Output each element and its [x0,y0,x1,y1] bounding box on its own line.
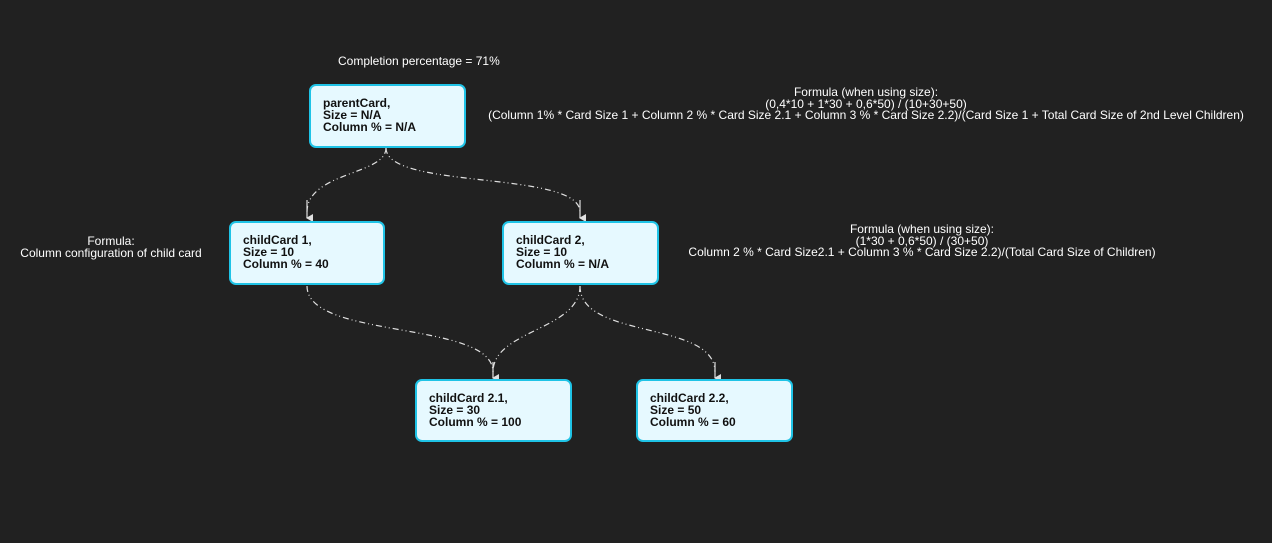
card-child22-title: childCard 2.2, [650,391,729,405]
note-child1-formula-description: Column configuration of child card [20,246,202,260]
note-parent-formula: Formula (when using size): (0,4*10 + 1*3… [488,85,1244,122]
card-child2-column: Column % = N/A [516,257,610,271]
connector-parent-to-child1 [306,147,387,213]
connector-child2-to-child22 [579,285,716,373]
card-child22[interactable]: childCard 2.2, Size = 50 Column % = 60 [636,379,793,442]
note-parent-formula-values: (0,4*10 + 1*30 + 0,6*50) / (10+30+50) [765,96,967,111]
card-child21-column: Column % = 100 [429,415,522,429]
connector-child1-to-child21 [306,285,494,373]
card-parent-title: parentCard, [323,96,391,110]
connector-parent-to-child2 [385,147,581,213]
card-child22-column: Column % = 60 [650,415,736,429]
card-child21-title: childCard 2.1, [429,391,508,405]
card-child1[interactable]: childCard 1, Size = 10 Column % = 40 [229,221,385,285]
card-child21[interactable]: childCard 2.1, Size = 30 Column % = 100 [415,379,572,442]
card-child1-title: childCard 1, [243,233,312,247]
note-child2-formula: Formula (when using size): (1*30 + 0,6*5… [688,222,1156,259]
card-child2-title: childCard 2, [516,233,585,247]
completion-percentage: Completion percentage = 71% [338,54,500,68]
note-child1-formula-heading: Formula: [87,234,135,248]
card-parent-size: Size = N/A [323,108,382,122]
card-child21-size: Size = 30 [429,403,481,417]
note-child1-formula: Formula: Column configuration of child c… [20,235,201,259]
card-child2[interactable]: childCard 2, Size = 10 Column % = N/A [502,221,659,285]
card-child1-size: Size = 10 [243,245,295,259]
card-parent[interactable]: parentCard, Size = N/A Column % = N/A [309,84,466,148]
note-child2-formula-description: Column 2 % * Card Size2.1 + Column 3 % *… [688,245,1156,259]
note-child2-formula-values: (1*30 + 0,6*50) / (30+50) [855,233,989,248]
card-child1-column: Column % = 40 [243,257,329,271]
note-parent-formula-heading: Formula (when using size): [793,85,939,99]
connector-child2-to-child21 [492,285,581,373]
note-child2-formula-heading: Formula (when using size): [849,222,995,236]
note-parent-formula-description: (Column 1% * Card Size 1 + Column 2 % * … [488,108,1244,122]
card-child22-size: Size = 50 [650,403,702,417]
card-child2-size: Size = 10 [516,245,568,259]
card-parent-column: Column % = N/A [323,120,417,134]
